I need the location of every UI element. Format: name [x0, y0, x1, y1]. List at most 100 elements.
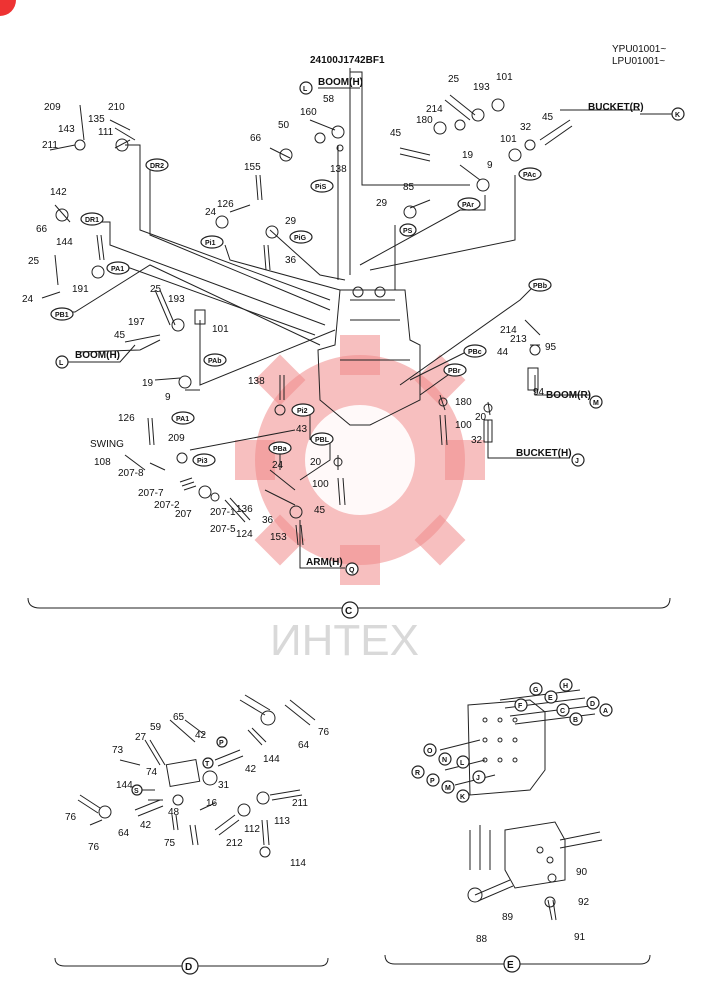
part-callout: 19	[142, 378, 154, 389]
part-callout: 85	[403, 182, 415, 193]
part-callout: 135	[88, 114, 105, 125]
part-callout: 64	[298, 740, 310, 751]
svg-text:PAr: PAr	[462, 202, 474, 209]
part-callout: 126	[118, 413, 135, 424]
part-callout: 136	[236, 504, 253, 515]
part-callout: 42	[195, 730, 207, 741]
part-callout: 144	[263, 754, 280, 765]
part-callout: 42	[245, 764, 257, 775]
part-callout: 160	[300, 107, 317, 118]
part-callout: 142	[50, 187, 67, 198]
svg-text:DR1: DR1	[85, 217, 99, 224]
view-e-label: E	[507, 960, 514, 971]
part-callout: 144	[56, 237, 73, 248]
svg-text:J: J	[575, 458, 579, 465]
part-callout: 197	[128, 317, 145, 328]
position-letter: R	[415, 770, 420, 777]
part-callout: 75	[164, 838, 176, 849]
svg-text:BUCKET(H): BUCKET(H)	[516, 448, 572, 459]
part-callout: 126	[217, 199, 234, 210]
part-callout: 45	[390, 128, 402, 139]
part-code: 24100J1742BF1	[310, 55, 385, 66]
svg-text:T: T	[205, 761, 210, 768]
position-letter-circle	[456, 789, 470, 803]
svg-text:PBa: PBa	[273, 446, 287, 453]
svg-text:Q: Q	[349, 567, 355, 574]
part-callout: 74	[146, 767, 158, 778]
part-callout: 24	[272, 460, 284, 471]
part-callout: 32	[520, 122, 532, 133]
serial-range-1: YPU01001~	[612, 44, 666, 55]
part-callout: 214	[500, 325, 517, 336]
svg-text:PA1: PA1	[176, 416, 189, 423]
svg-text:Pi2: Pi2	[297, 408, 308, 415]
part-callout: 211	[292, 798, 308, 809]
position-letter: L	[460, 760, 465, 767]
svg-text:PBr: PBr	[448, 368, 461, 375]
part-callout: 207-7	[138, 488, 164, 499]
position-letter: K	[460, 794, 465, 801]
svg-text:PBb: PBb	[533, 283, 547, 290]
part-callout: 101	[496, 72, 513, 83]
part-callout: 211	[42, 140, 58, 151]
part-callout: 73	[112, 745, 124, 756]
position-letter: E	[548, 695, 553, 702]
part-callout: 20	[475, 412, 487, 423]
svg-text:PB1: PB1	[55, 312, 69, 319]
part-callout: 64	[118, 828, 130, 839]
position-letter-circle	[514, 698, 528, 712]
svg-text:M: M	[593, 400, 599, 407]
svg-text:BOOM(R): BOOM(R)	[546, 390, 591, 401]
port-arm-h: Q ARM(H)	[306, 557, 359, 576]
part-callout: 138	[248, 376, 265, 387]
position-letter: D	[590, 701, 595, 708]
part-callout: 16	[206, 798, 218, 809]
view-e-marker	[503, 955, 521, 973]
part-callout: 27	[135, 732, 147, 743]
part-callout: 155	[244, 162, 261, 173]
part-callout: 36	[262, 515, 274, 526]
control-valve-block	[317, 286, 421, 426]
swing-label: SWING	[90, 439, 124, 450]
svg-text:PBL: PBL	[315, 437, 330, 444]
part-callout: 36	[285, 255, 297, 266]
position-letter: C	[560, 708, 565, 715]
svg-text:PiS: PiS	[315, 184, 327, 191]
position-letter-circle	[569, 712, 583, 726]
part-callout: 43	[296, 424, 308, 435]
svg-text:PBc: PBc	[468, 349, 482, 356]
watermark-text: ИНТЕХ	[270, 616, 419, 665]
svg-text:BUCKET(R): BUCKET(R)	[588, 102, 644, 113]
part-callout: 76	[88, 842, 100, 853]
part-callout: 65	[173, 712, 185, 723]
part-callout: 213	[510, 334, 527, 345]
part-callout: 101	[212, 324, 229, 335]
part-callout: 9	[165, 392, 171, 403]
part-callout: 76	[318, 727, 330, 738]
part-callout: 25	[150, 284, 162, 295]
position-letter-circle	[599, 703, 613, 717]
part-callout: 100	[312, 479, 329, 490]
view-d-marker	[181, 957, 199, 975]
svg-text:BOOM(H): BOOM(H)	[75, 350, 120, 361]
part-callout: 32	[471, 435, 483, 446]
svg-text:BOOM(H): BOOM(H)	[318, 77, 363, 88]
position-letter: P	[430, 778, 435, 785]
view-d-label: D	[185, 962, 192, 973]
part-callout: 207-8	[118, 468, 144, 479]
part-callout: 9	[487, 160, 493, 171]
part-callout: 108	[94, 457, 111, 468]
part-callout: 193	[168, 294, 185, 305]
part-callout: 92	[578, 897, 590, 908]
fittings-view-d	[77, 694, 316, 858]
part-callout: 25	[448, 74, 460, 85]
part-callout: 44	[497, 347, 509, 358]
svg-text:PA1: PA1	[111, 266, 124, 273]
part-callout: 90	[576, 867, 588, 878]
position-letter: A	[603, 708, 608, 715]
part-callout: 58	[323, 94, 335, 105]
position-letter: M	[445, 785, 451, 792]
